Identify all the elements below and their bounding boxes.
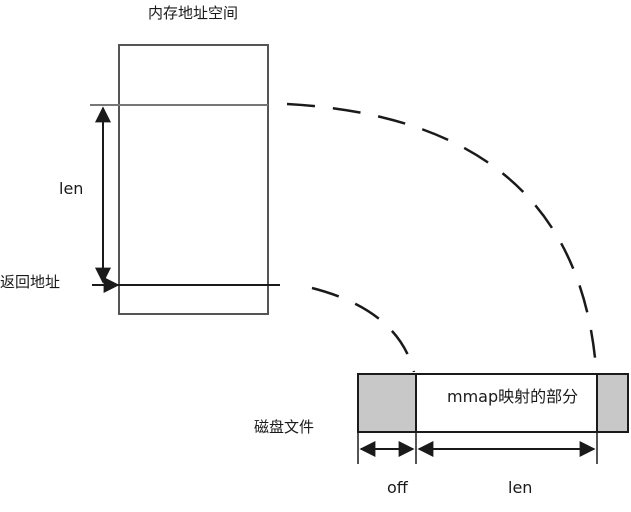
memory-space-box bbox=[118, 44, 269, 315]
len-label-left: len bbox=[59, 179, 84, 198]
off-label: off bbox=[387, 478, 408, 497]
disk-file-label: 磁盘文件 bbox=[254, 418, 315, 436]
mmap-region-label: mmap映射的部分 bbox=[447, 387, 579, 406]
mapping-curve-bottom bbox=[311, 286, 416, 373]
disk-tail-segment bbox=[597, 375, 627, 431]
return-address-label: 返回地址 bbox=[0, 273, 61, 291]
disk-offset-segment bbox=[359, 375, 416, 431]
mapping-curve-top bbox=[286, 102, 598, 369]
memory-space-title: 内存地址空间 bbox=[148, 4, 239, 22]
len-label-bottom: len bbox=[508, 478, 533, 497]
